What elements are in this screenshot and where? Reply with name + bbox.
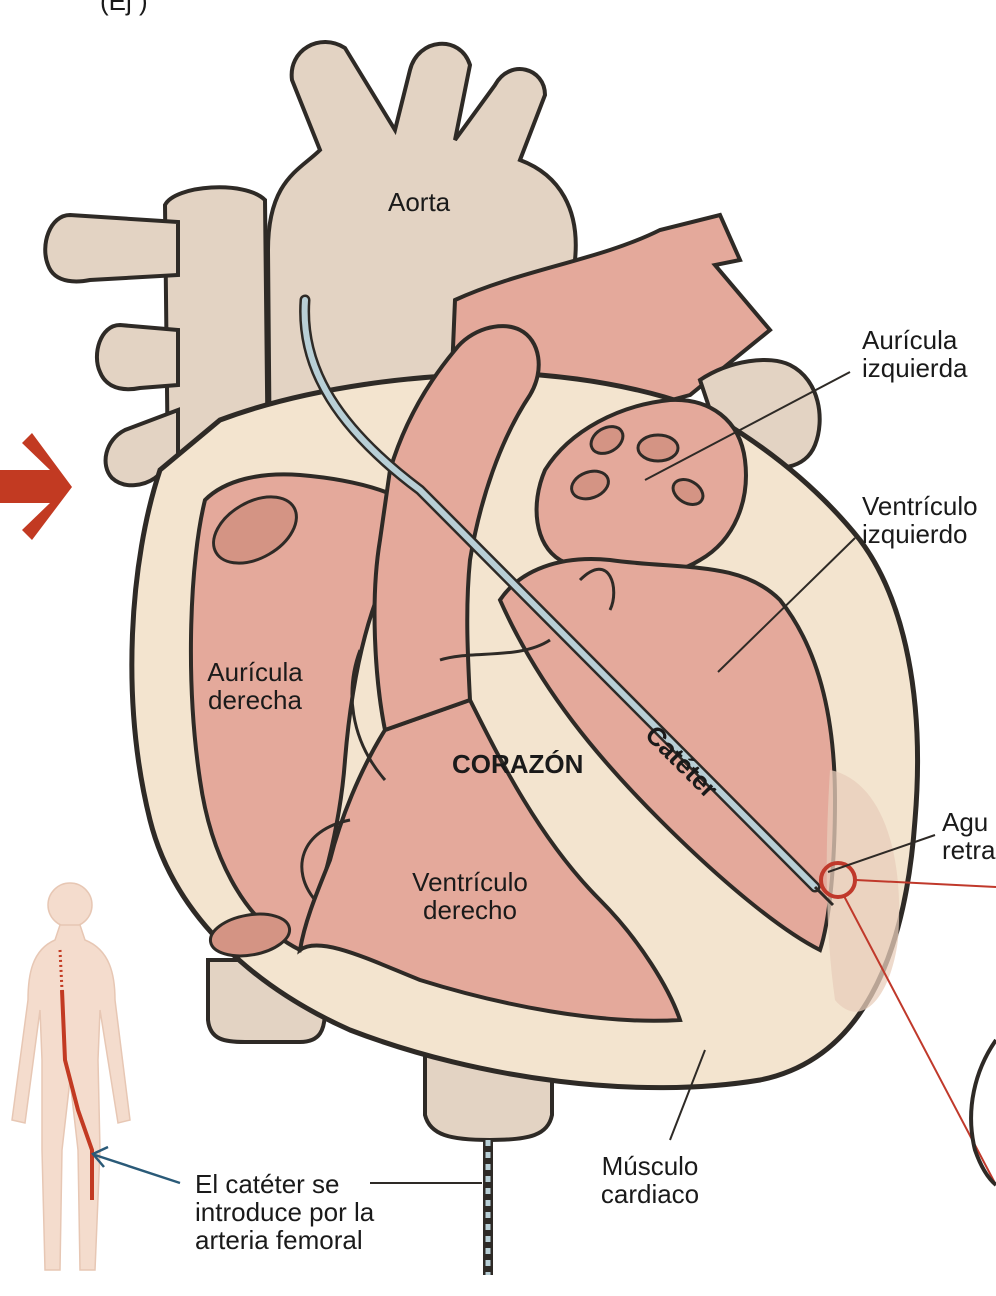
label-aorta: Aorta	[388, 188, 450, 216]
right-arrow-icon	[0, 433, 72, 540]
label-left-ventricle: Ventrículo izquierdo	[862, 492, 978, 548]
label-heart: CORAZÓN	[452, 750, 583, 778]
label-left-atrium: Aurícula izquierda	[862, 326, 968, 382]
pulmonary-veins-left	[45, 215, 178, 485]
blue-pointer-arrow	[93, 1147, 180, 1183]
label-right-ventricle: Ventrículo derecho	[395, 868, 545, 924]
label-femoral-note: El catéter se introduce por la arteria f…	[195, 1170, 374, 1254]
label-cardiac-muscle: Músculo cardiaco	[590, 1152, 710, 1208]
top-fragment: (Ej )	[100, 0, 148, 16]
label-right-atrium: Aurícula derecha	[195, 658, 315, 714]
label-needle-cut: Agu retra	[942, 808, 995, 864]
